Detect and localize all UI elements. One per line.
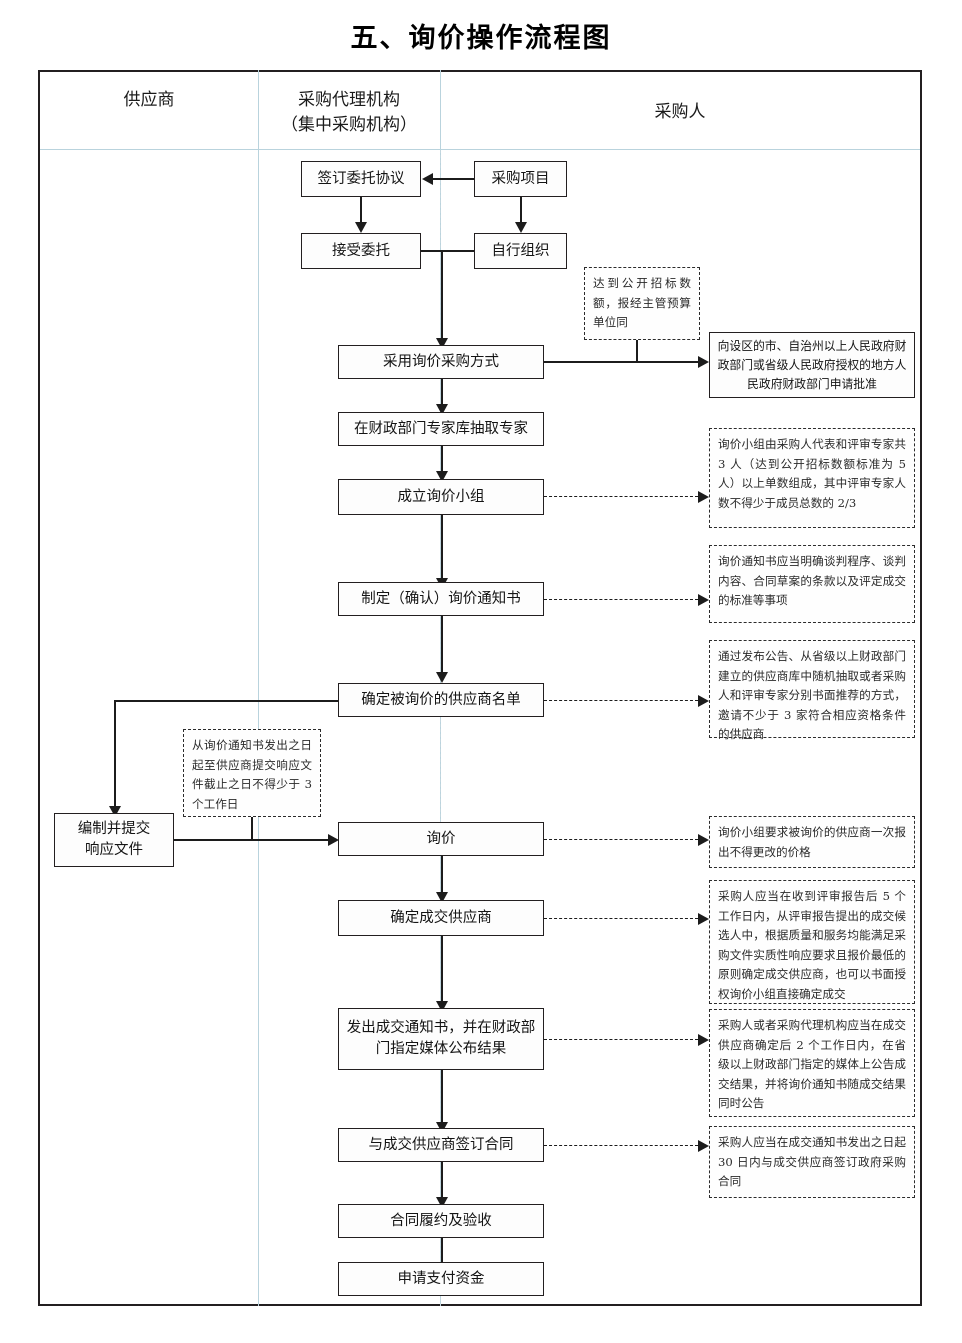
note-public-bid-threshold: 达到公开招标数额，报经主管预算单位同 bbox=[584, 267, 700, 340]
conn-project-to-self bbox=[520, 197, 522, 222]
node-make-notice[interactable]: 制定（确认）询价通知书 bbox=[338, 582, 544, 616]
agency-lane-guideline bbox=[440, 150, 441, 1306]
node-determine-winner[interactable]: 确定成交供应商 bbox=[338, 900, 544, 936]
lane-header-supplier: 供应商 bbox=[123, 90, 175, 110]
arrowhead-adopt-to-experts bbox=[436, 404, 448, 415]
node-prepare-response[interactable]: 编制并提交 响应文件 bbox=[54, 813, 174, 867]
arrowhead-supplier-to-inquiry bbox=[328, 833, 339, 846]
conn-winner-to-note bbox=[544, 918, 698, 919]
lane-header-agency: 采购代理机构 （集中采购机构） bbox=[258, 88, 440, 138]
node-issue-notice-line2: 门指定媒体公布结果 bbox=[375, 1041, 507, 1057]
arrowhead-list-to-note bbox=[698, 694, 709, 707]
conn-notice-to-note bbox=[544, 599, 698, 600]
note-notice-content: 询价通知书应当明确谈判程序、谈判内容、合同草案的条款以及评定成交的标准等事项 bbox=[709, 545, 915, 623]
page-title: 五、询价操作流程图 bbox=[350, 23, 612, 54]
conn-deadline-note-drop bbox=[251, 817, 253, 840]
note-one-time-quote: 询价小组要求被询价的供应商一次报出不得更改的价格 bbox=[709, 816, 915, 868]
arrowhead-project-to-sign bbox=[422, 172, 433, 185]
node-draw-experts[interactable]: 在财政部门专家库抽取专家 bbox=[338, 412, 544, 446]
conn-contract-to-note bbox=[544, 1145, 698, 1146]
arrowhead-inquiry-to-winner bbox=[436, 892, 448, 903]
note-award-decision: 采购人应当在收到评审报告后 5 个工作日内，从评审报告提出的成交候选人中，根据质… bbox=[709, 880, 915, 1004]
node-sign-entrust[interactable]: 签订委托协议 bbox=[301, 161, 421, 197]
conn-threshold-note-drop bbox=[636, 340, 638, 362]
node-issue-notice[interactable]: 发出成交通知书，并在财政部 门指定媒体公布结果 bbox=[338, 1008, 544, 1070]
node-issue-notice-line1: 发出成交通知书，并在财政部 bbox=[346, 1020, 536, 1036]
conn-list-to-supplier-down bbox=[114, 700, 116, 806]
arrowhead-project-to-self bbox=[515, 222, 527, 233]
note-supplier-selection: 通过发布公告、从省级以上财政部门建立的供应商库中随机抽取或者采购人和评审专家分别… bbox=[709, 640, 915, 741]
note-response-deadline: 从询价通知书发出之日起至供应商提交响应文件截止之日不得少于 3 个工作日 bbox=[183, 729, 321, 817]
node-accept-entrust[interactable]: 接受委托 bbox=[301, 233, 421, 269]
node-approval-request[interactable]: 向设区的市、自治州以上人民政府财政部门或省级人民政府授权的地方人民政府财政部门申… bbox=[709, 332, 915, 398]
lane-divider-supplier-agency bbox=[258, 70, 259, 1306]
arrowhead-group-to-note bbox=[698, 490, 709, 503]
conn-winner-to-issue bbox=[441, 936, 443, 1001]
conn-issue-to-note bbox=[544, 1039, 698, 1040]
conn-list-to-supplier-left bbox=[114, 700, 338, 702]
note-group-composition: 询价小组由采购人代表和评审专家共 3 人（达到公开招标数额标准为 5 人）以上单… bbox=[709, 428, 915, 528]
arrowhead-winner-to-note bbox=[698, 912, 709, 925]
node-self-organize[interactable]: 自行组织 bbox=[474, 233, 567, 269]
conn-experts-to-group bbox=[441, 446, 443, 471]
conn-notice-to-list bbox=[441, 616, 443, 672]
conn-inquiry-to-note bbox=[544, 839, 698, 840]
node-prepare-response-line1: 编制并提交 bbox=[77, 821, 151, 837]
conn-supplier-to-inquiry bbox=[174, 839, 328, 841]
conn-adopt-to-experts bbox=[441, 379, 443, 404]
arrowhead-notice-to-list bbox=[436, 672, 448, 683]
arrowhead-merge-to-adopt bbox=[436, 338, 448, 349]
arrowhead-sign-to-accept bbox=[355, 222, 367, 233]
arrowhead-notice-to-note bbox=[698, 593, 709, 606]
arrowhead-issue-to-contract bbox=[436, 1122, 448, 1133]
arrowhead-inquiry-to-note bbox=[698, 833, 709, 846]
node-sign-contract[interactable]: 与成交供应商签订合同 bbox=[338, 1128, 544, 1162]
arrowhead-contract-to-perform bbox=[436, 1197, 448, 1208]
lane-header-buyer: 采购人 bbox=[654, 102, 706, 122]
conn-sign-to-accept bbox=[360, 197, 362, 222]
note-announce-result: 采购人或者采购代理机构应当在成交供应商确定后 2 个工作日内，在省级以上财政部门… bbox=[709, 1009, 915, 1117]
conn-merge-bar bbox=[421, 250, 474, 252]
arrowhead-winner-to-issue bbox=[436, 1001, 448, 1012]
node-contract-perform[interactable]: 合同履约及验收 bbox=[338, 1204, 544, 1238]
node-apply-payment[interactable]: 申请支付资金 bbox=[338, 1262, 544, 1296]
arrowhead-list-to-supplier bbox=[109, 806, 121, 817]
node-inquiry[interactable]: 询价 bbox=[338, 822, 544, 856]
conn-list-to-note bbox=[544, 700, 698, 701]
lane-header-rule bbox=[40, 149, 920, 150]
arrowhead-issue-to-note bbox=[698, 1033, 709, 1046]
node-adopt-inquiry[interactable]: 采用询价采购方式 bbox=[338, 345, 544, 379]
conn-merge-down bbox=[441, 250, 443, 338]
conn-perform-to-payment bbox=[441, 1238, 443, 1266]
conn-inquiry-to-winner bbox=[441, 856, 443, 892]
arrowhead-contract-to-note bbox=[698, 1139, 709, 1152]
conn-adopt-to-approval bbox=[544, 361, 698, 363]
node-procurement-project[interactable]: 采购项目 bbox=[474, 161, 567, 197]
node-form-group[interactable]: 成立询价小组 bbox=[338, 479, 544, 515]
conn-group-to-note bbox=[544, 496, 698, 497]
note-contract-deadline: 采购人应当在成交通知书发出之日起 30 日内与成交供应商签订政府采购合同 bbox=[709, 1126, 915, 1198]
node-prepare-response-line2: 响应文件 bbox=[85, 842, 143, 858]
flowchart-frame bbox=[38, 70, 922, 1306]
conn-contract-to-perform bbox=[441, 1162, 443, 1197]
conn-issue-to-contract bbox=[441, 1070, 443, 1122]
conn-group-to-notice bbox=[441, 515, 443, 578]
lane-header-agency-line1: 采购代理机构 bbox=[298, 90, 400, 110]
arrowhead-adopt-to-approval bbox=[698, 355, 709, 368]
node-confirm-supplier-list[interactable]: 确定被询价的供应商名单 bbox=[338, 683, 544, 717]
conn-project-to-sign bbox=[433, 178, 474, 180]
lane-header-agency-line2: （集中采购机构） bbox=[281, 115, 417, 135]
arrowhead-experts-to-group bbox=[436, 471, 448, 482]
